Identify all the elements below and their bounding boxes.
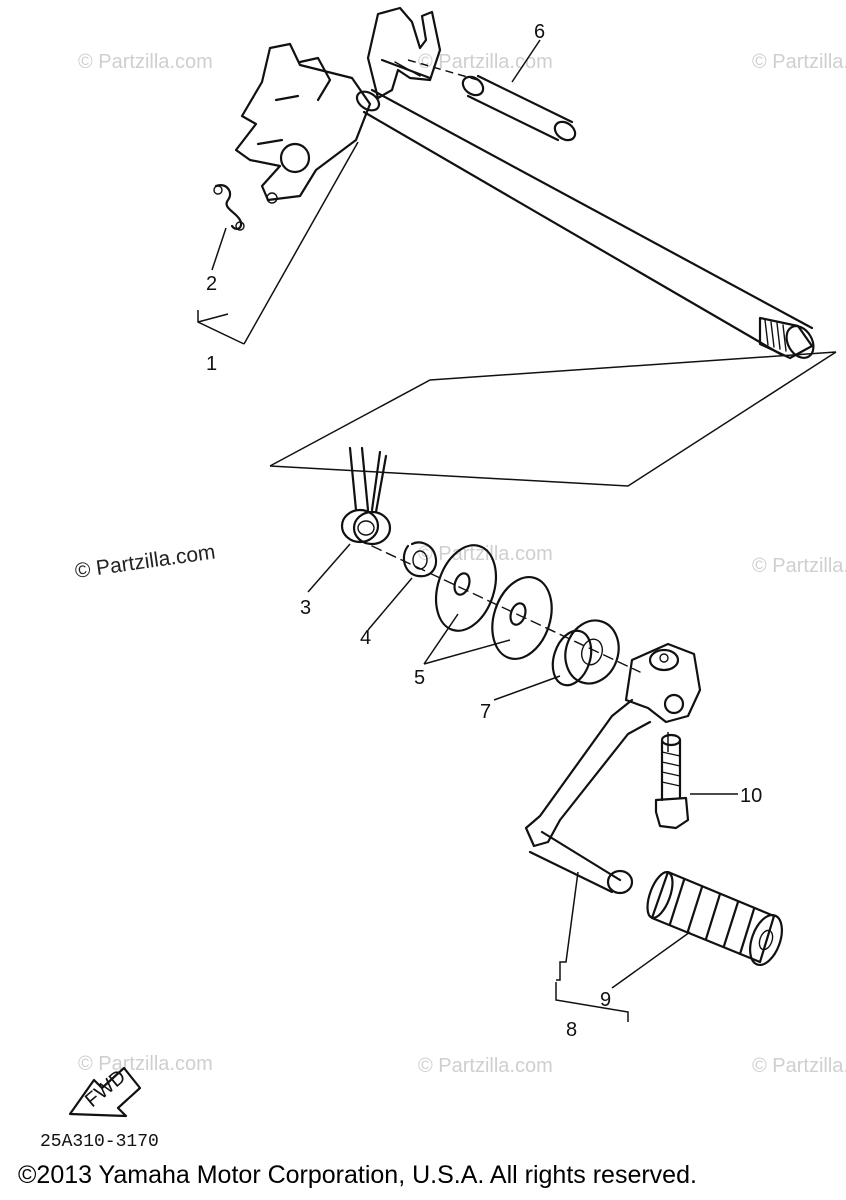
pin [407,39,577,142]
clip-spring [307,446,392,593]
assembly-guide [269,351,837,487]
watermark: © Partzilla.com [78,51,213,73]
callout-5: 5 [414,667,425,689]
washers [423,544,553,665]
bushing [493,619,620,701]
rubber-grip [611,870,783,989]
callout-4: 4 [360,627,371,649]
callout-8: 8 [566,1019,577,1041]
callout-10: 10 [740,785,762,807]
callout-7: 7 [480,701,491,723]
drawing-code: 25A310-3170 [40,1132,159,1152]
copyright-notice: ©2013 Yamaha Motor Corporation, U.S.A. A… [18,1161,697,1189]
watermark: © Partzilla.com [418,1055,553,1077]
axis-line [371,545,641,673]
shift-shaft [197,6,815,360]
bolt [654,732,738,830]
watermarks: © Partzilla.com © Partzilla.com © Partzi… [73,51,846,1077]
watermark: © Partzilla.com [418,51,553,73]
watermark: © Partzilla.com [78,1053,213,1075]
callout-3: 3 [300,597,311,619]
callouts: 1 2 3 4 5 6 7 8 9 10 [206,21,762,1041]
watermark: © Partzilla.com [752,51,846,73]
watermark: © Partzilla.com [752,1055,846,1077]
callout-6: 6 [534,21,545,43]
callout-2: 2 [206,273,217,295]
callout-1: 1 [206,353,217,375]
shift-pedal [524,642,702,1022]
watermark: © Partzilla.com [752,555,846,577]
watermark: © Partzilla.com [73,540,216,582]
watermark: © Partzilla.com [418,543,553,565]
callout-9: 9 [600,989,611,1011]
circlip [367,541,438,631]
